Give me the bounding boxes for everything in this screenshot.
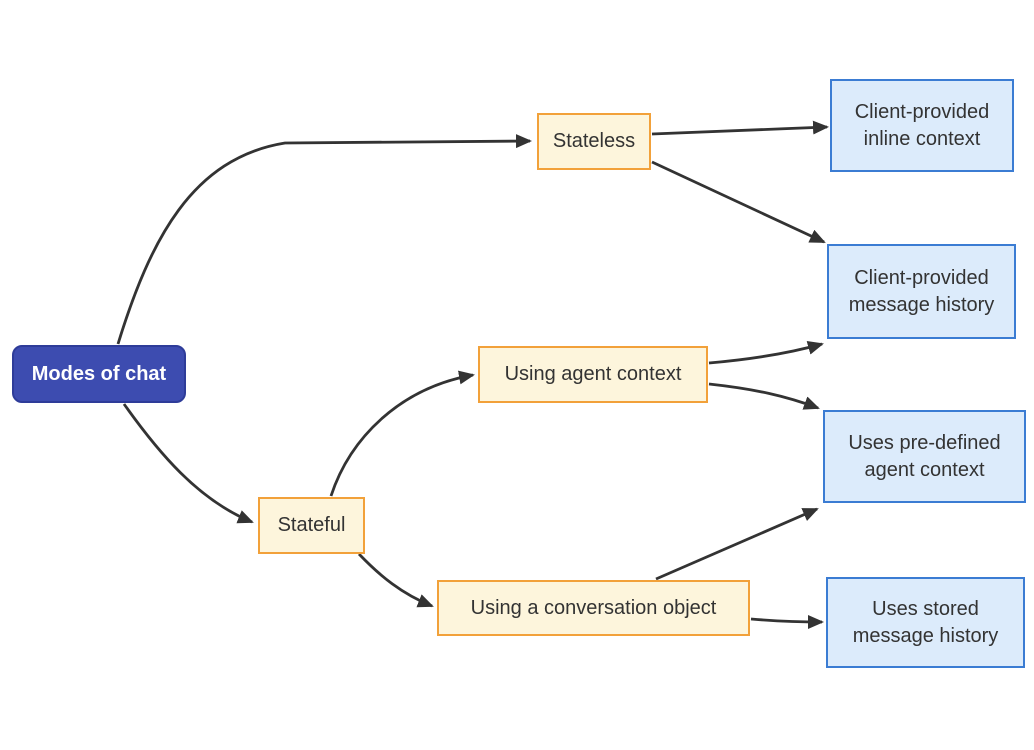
edge-stateful-conversation [357,553,434,608]
node-stateful: Stateful [258,497,365,554]
node-uses-stored-message-history: Uses stored message history [826,577,1025,668]
node-uses-predefined-agent-context: Uses pre-defined agent context [823,410,1026,503]
node-stateful-label: Stateful [277,514,346,536]
node-modes-of-chat-label: Modes of chat [31,362,167,385]
node-client-provided-inline-context-label: Client-provided inline context [854,100,990,150]
node-using-agent-context-label: Using agent context [504,363,682,385]
edge-root-stateful [122,403,254,524]
edge-root-stateless [116,134,532,345]
node-stateless: Stateless [537,113,651,170]
edge-conversation-predefined-context [655,507,819,581]
node-modes-of-chat: Modes of chat [12,345,186,403]
node-client-provided-message-history: Client-provided message history [827,244,1016,339]
node-uses-stored-message-history-label: Uses stored message history [852,597,999,647]
node-uses-predefined-agent-context-label: Uses pre-defined agent context [848,431,1001,481]
node-client-provided-inline-context: Client-provided inline context [830,79,1014,172]
edge-conversation-stored-history [750,614,824,629]
node-using-conversation-object-label: Using a conversation object [470,596,717,619]
node-using-agent-context: Using agent context [478,346,708,403]
edge-agent-context-predefined-context [708,382,820,410]
node-client-provided-message-history-label: Client-provided message history [848,266,995,316]
edge-agent-context-message-history [708,341,824,365]
edge-stateless-inline-context [651,120,829,136]
node-stateless-label: Stateless [552,130,636,152]
node-using-conversation-object: Using a conversation object [437,580,750,636]
edge-stateless-message-history [651,160,826,244]
edge-stateful-agent-context [329,370,475,497]
